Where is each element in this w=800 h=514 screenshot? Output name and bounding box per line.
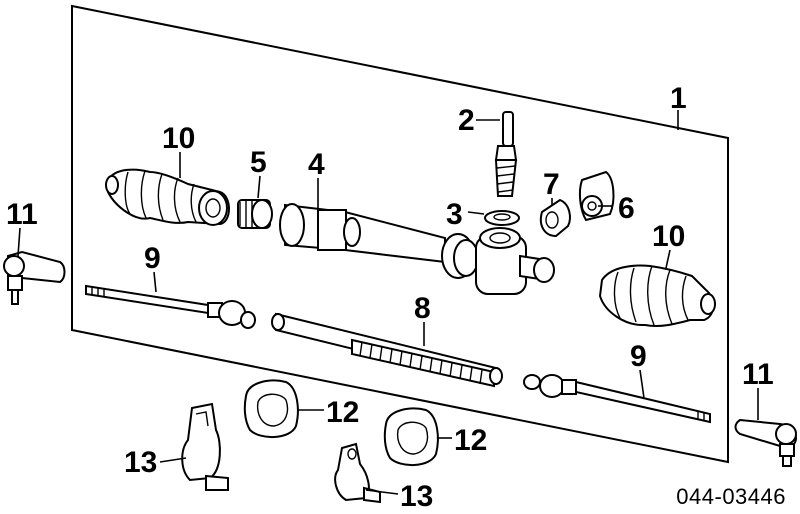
pinion-gear[interactable] — [237, 199, 273, 229]
tie-rod-end-left[interactable] — [3, 250, 66, 305]
callout-8: 8 — [414, 292, 431, 325]
boot-left[interactable] — [105, 168, 230, 226]
leader-lines — [17, 110, 759, 495]
callout-2: 2 — [458, 104, 475, 137]
callout-12-top: 12 — [326, 396, 359, 429]
callout-9-right: 9 — [630, 340, 647, 373]
callout-3: 3 — [446, 198, 463, 231]
callout-9-left: 9 — [144, 242, 161, 275]
callout-11-right: 11 — [742, 358, 774, 391]
callout-4: 4 — [308, 148, 325, 181]
tie-rod-right[interactable] — [523, 374, 711, 424]
guide-cap[interactable] — [578, 170, 615, 222]
callout-13-left: 13 — [124, 446, 157, 479]
callout-7: 7 — [543, 168, 560, 201]
boot-right[interactable] — [598, 264, 716, 328]
pinion-shaft[interactable] — [494, 111, 518, 197]
callout-10-right: 10 — [652, 220, 685, 253]
rack-bar[interactable] — [271, 312, 503, 388]
rack-housing[interactable] — [279, 203, 555, 295]
tie-rod-left[interactable] — [85, 284, 256, 329]
mount-bushing-2[interactable] — [383, 407, 439, 466]
catalog-code: 044-03446 — [676, 484, 786, 509]
seal-ring[interactable] — [484, 210, 520, 226]
callout-12-bottom: 12 — [454, 424, 487, 457]
rack-guide[interactable] — [539, 198, 571, 238]
tie-rod-end-right[interactable] — [734, 418, 797, 467]
callout-11-left: 11 — [6, 198, 38, 231]
mount-bushing-1[interactable] — [243, 379, 299, 438]
callout-10-left: 10 — [162, 122, 195, 155]
callout-13-right: 13 — [400, 480, 433, 513]
mount-clamp-2[interactable] — [334, 442, 381, 504]
callout-1: 1 — [670, 82, 687, 115]
callout-6: 6 — [618, 192, 635, 225]
mount-clamp-1[interactable] — [181, 402, 229, 491]
callout-5: 5 — [250, 146, 267, 179]
